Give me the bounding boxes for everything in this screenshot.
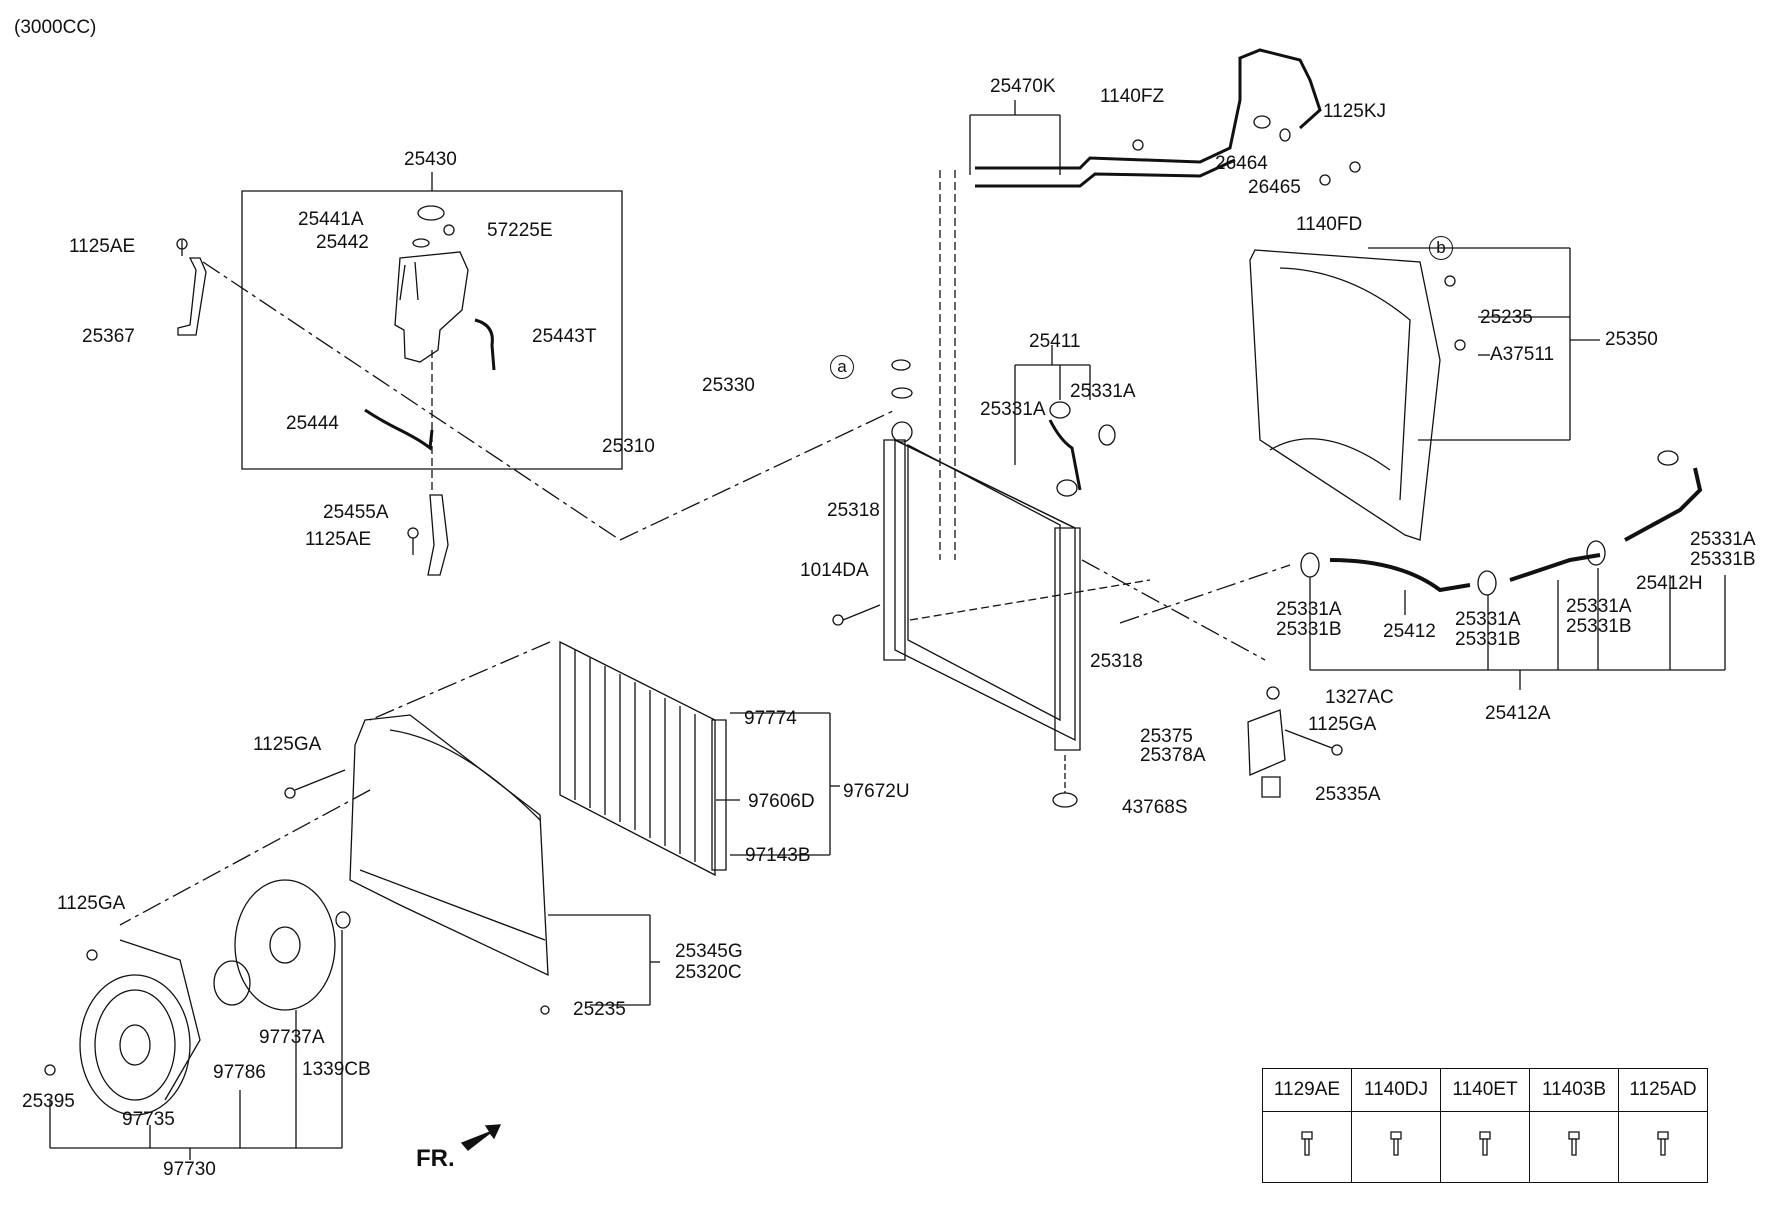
fan-motor-housing bbox=[80, 975, 190, 1115]
lower-radiator-hose bbox=[1330, 560, 1470, 590]
fastener-header-3: 1140ET bbox=[1440, 1068, 1530, 1112]
part-25330: 25330 bbox=[702, 375, 755, 396]
bolt-icon bbox=[1478, 1131, 1492, 1157]
part-1339CB: 1339CB bbox=[302, 1059, 371, 1080]
part-97606D: 97606D bbox=[748, 791, 815, 812]
part-1014DA: 1014DA bbox=[800, 560, 869, 581]
part-97730: 97730 bbox=[163, 1159, 216, 1180]
part-97737A: 97737A bbox=[259, 1027, 325, 1048]
part-25320C: 25320C bbox=[675, 962, 742, 983]
fastener-header-1: 1129AE bbox=[1262, 1068, 1352, 1112]
part-25470K: 25470K bbox=[990, 76, 1056, 97]
reservoir-cap bbox=[418, 206, 444, 220]
fastener-table: 1129AE 1140DJ 1140ET 11403B 1125AD bbox=[1262, 1068, 1708, 1183]
part-43768S: 43768S bbox=[1122, 797, 1188, 818]
part-26464: 26464 bbox=[1215, 153, 1268, 174]
part-1125GA-l: 1125GA bbox=[57, 893, 126, 914]
part-25395: 25395 bbox=[22, 1091, 75, 1112]
fastener-header-4: 11403B bbox=[1529, 1068, 1619, 1112]
part-25375: 25375 bbox=[1140, 726, 1193, 747]
callout-a: a bbox=[830, 355, 854, 379]
part-97774: 97774 bbox=[744, 708, 797, 729]
fastener-header-2: 1140DJ bbox=[1351, 1068, 1441, 1112]
part-26465: 26465 bbox=[1248, 177, 1301, 198]
part-25444: 25444 bbox=[286, 413, 339, 434]
part-1125AE-top: 1125AE bbox=[69, 236, 136, 257]
part-25331A-r2: 25331A bbox=[1566, 596, 1632, 617]
front-label: FR. bbox=[416, 1145, 455, 1172]
part-25345G: 25345G bbox=[675, 941, 743, 962]
fan-blade bbox=[235, 880, 335, 1010]
part-1327AC: 1327AC bbox=[1325, 687, 1394, 708]
part-1125KJ: 1125KJ bbox=[1323, 101, 1387, 122]
bolt-icon bbox=[1567, 1131, 1581, 1157]
part-97143B: 97143B bbox=[745, 845, 811, 866]
part-25235-low: 25235 bbox=[573, 999, 626, 1020]
part-25442: 25442 bbox=[316, 232, 369, 253]
fan-shroud bbox=[1250, 250, 1440, 540]
part-97786: 97786 bbox=[213, 1062, 266, 1083]
part-1140FD: 1140FD bbox=[1296, 214, 1363, 235]
part-1140FZ: 1140FZ bbox=[1100, 86, 1165, 107]
bolt-icon bbox=[1300, 1131, 1314, 1157]
ac-condenser bbox=[560, 642, 715, 875]
part-97735: 97735 bbox=[122, 1109, 175, 1130]
callout-b: b bbox=[1429, 236, 1453, 260]
part-A37511: A37511 bbox=[1490, 344, 1555, 365]
radiator-mount-bracket bbox=[1248, 710, 1285, 775]
part-25430: 25430 bbox=[404, 149, 457, 170]
drain-plug bbox=[1053, 793, 1077, 807]
part-25412: 25412 bbox=[1383, 621, 1436, 642]
lower-shroud bbox=[350, 715, 548, 975]
part-25331A-1: 25331A bbox=[980, 399, 1046, 420]
part-25441A: 25441A bbox=[298, 209, 364, 230]
fan-motor bbox=[214, 961, 250, 1005]
overflow-hose bbox=[475, 320, 494, 370]
part-57225E: 57225E bbox=[487, 220, 553, 241]
part-25331B-r1: 25331B bbox=[1690, 549, 1756, 570]
reservoir-tank bbox=[395, 252, 468, 362]
part-25310: 25310 bbox=[602, 436, 655, 457]
engine-label: (3000CC) bbox=[14, 17, 97, 38]
part-25367: 25367 bbox=[82, 326, 135, 347]
part-25350: 25350 bbox=[1605, 329, 1658, 350]
atf-cooler-line bbox=[975, 50, 1320, 168]
part-25331A-r4: 25331A bbox=[1455, 609, 1521, 630]
part-25318-b: 25318 bbox=[1090, 651, 1143, 672]
part-97672U: 97672U bbox=[843, 781, 910, 802]
part-25412H: 25412H bbox=[1636, 573, 1703, 594]
part-25318-a: 25318 bbox=[827, 500, 880, 521]
bolt-icon bbox=[1389, 1131, 1403, 1157]
part-25412A: 25412A bbox=[1485, 703, 1551, 724]
part-25378A: 25378A bbox=[1140, 745, 1206, 766]
reservoir-bracket bbox=[178, 258, 206, 335]
part-25335A: 25335A bbox=[1315, 784, 1381, 805]
part-1125GA-r: 1125GA bbox=[1308, 714, 1377, 735]
part-25443T: 25443T bbox=[532, 326, 597, 347]
part-1125AE-low: 1125AE bbox=[305, 529, 372, 550]
part-25331A-r3: 25331A bbox=[1276, 599, 1342, 620]
front-arrow bbox=[462, 1125, 500, 1150]
part-25331A-r1: 25331A bbox=[1690, 529, 1756, 550]
part-25235-top: 25235 bbox=[1480, 307, 1533, 328]
part-25331B-r2: 25331B bbox=[1566, 616, 1632, 637]
part-1125GA-m: 1125GA bbox=[253, 734, 322, 755]
part-25331B-r3: 25331B bbox=[1276, 619, 1342, 640]
part-25331B-r4: 25331B bbox=[1455, 629, 1521, 650]
part-25331A-2: 25331A bbox=[1070, 381, 1136, 402]
fastener-header-5: 1125AD bbox=[1618, 1068, 1708, 1112]
bolt-icon bbox=[1656, 1131, 1670, 1157]
part-25455A: 25455A bbox=[323, 502, 389, 523]
radiator-cap-neck bbox=[892, 422, 912, 442]
part-25411: 25411 bbox=[1029, 331, 1081, 352]
